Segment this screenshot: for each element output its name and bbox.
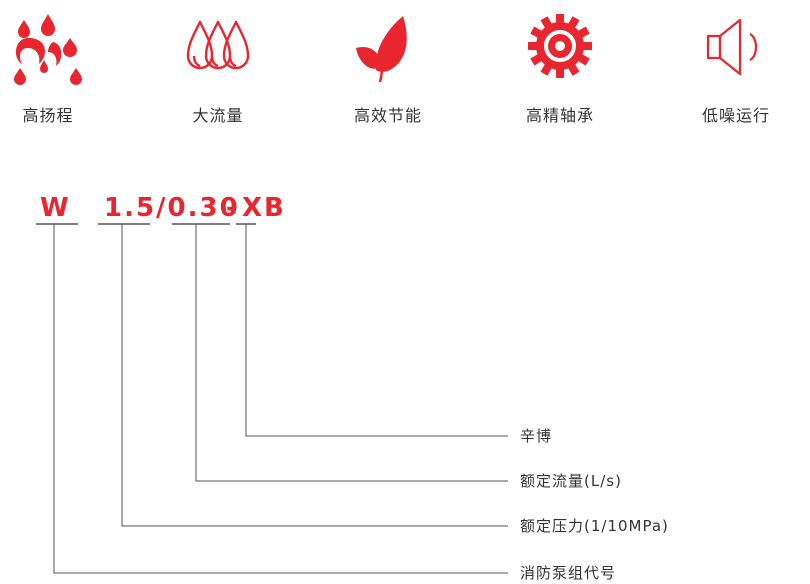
water-drops-icon bbox=[14, 14, 82, 85]
feature-high-flow: 大流量 bbox=[158, 8, 278, 126]
leader-suffix bbox=[245, 224, 508, 437]
feature-label: 高精轴承 bbox=[525, 106, 594, 125]
legend-suffix-meaning: 辛博 bbox=[520, 427, 552, 445]
feature-precision-bearing: 高精轴承 bbox=[500, 8, 620, 126]
feature-label: 高效节能 bbox=[353, 106, 422, 125]
legend-flow-meaning: 额定流量(L/s) bbox=[520, 472, 622, 490]
feature-label: 大流量 bbox=[192, 106, 244, 125]
model-code-prefix: W bbox=[40, 193, 71, 223]
model-code-flow-pressure: 1.5/0.30 bbox=[104, 193, 240, 223]
leader-pressure bbox=[195, 224, 508, 482]
leader-flow bbox=[121, 224, 508, 527]
feature-label: 高扬程 bbox=[22, 106, 74, 125]
gear-icon bbox=[528, 14, 592, 78]
legend-pressure-meaning: 额定压力(1/10MPa) bbox=[520, 517, 669, 535]
triple-drop-icon bbox=[186, 20, 250, 70]
feature-label: 低噪运行 bbox=[701, 106, 770, 125]
feature-energy-saving: 高效节能 bbox=[328, 8, 448, 126]
legend-prefix-meaning: 消防泵组代号 bbox=[520, 564, 616, 582]
feature-low-noise: 低噪运行 bbox=[676, 8, 796, 126]
feature-high-head: 高扬程 bbox=[0, 8, 108, 126]
speaker-icon bbox=[706, 18, 758, 76]
leader-prefix bbox=[53, 224, 508, 574]
model-code-dash: - bbox=[226, 193, 239, 223]
model-code-suffix: XB bbox=[242, 193, 286, 223]
leaf-icon bbox=[356, 16, 407, 83]
